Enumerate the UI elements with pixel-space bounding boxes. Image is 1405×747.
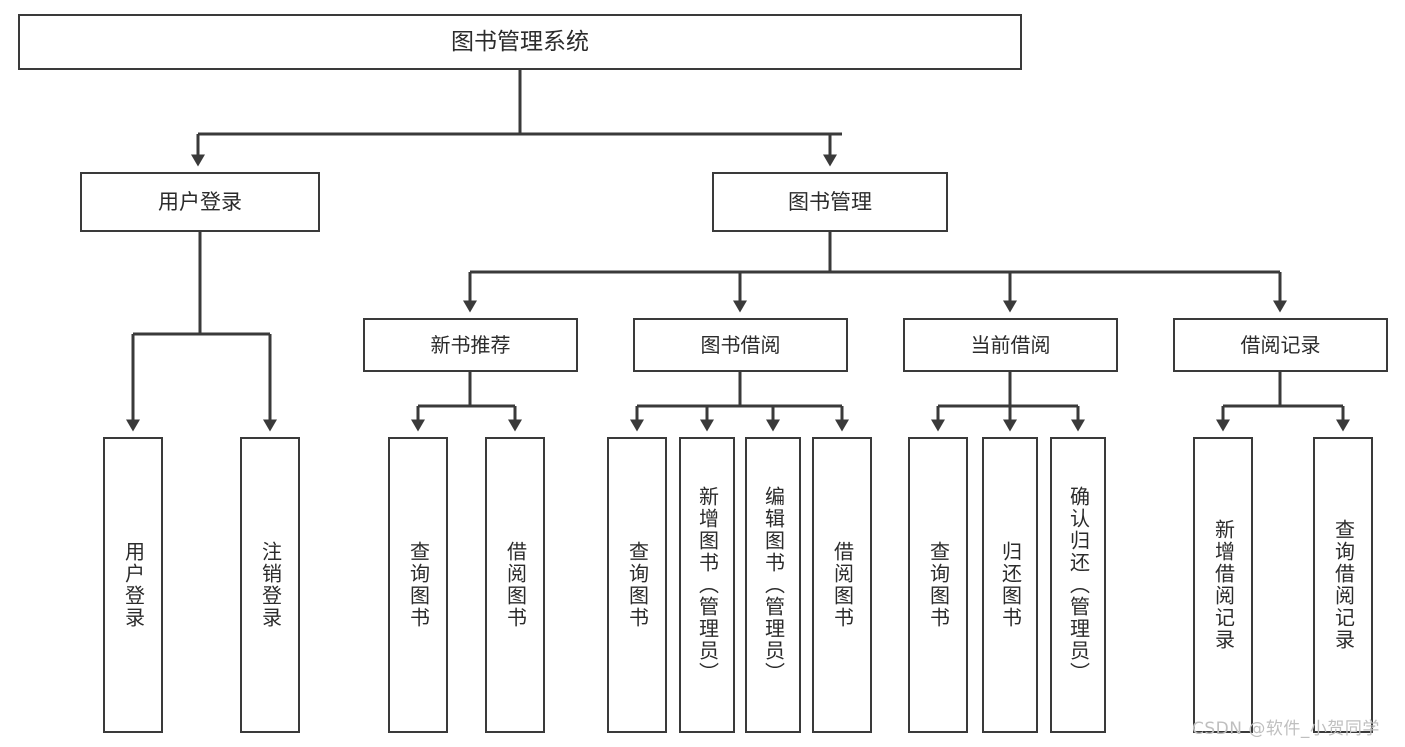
node-label: 归还图书 bbox=[998, 541, 1023, 629]
leaf-user-login[interactable]: 用户登录 bbox=[103, 437, 163, 733]
leaf-return-book[interactable]: 归还图书 bbox=[982, 437, 1038, 733]
leaf-confirm-return-admin[interactable]: 确认归还（管理员） bbox=[1050, 437, 1106, 733]
node-label: 图书管理 bbox=[788, 189, 872, 214]
leaf-add-book-admin[interactable]: 新增图书（管理员） bbox=[679, 437, 735, 733]
leaf-borrow-book-new-recommend[interactable]: 借阅图书 bbox=[485, 437, 545, 733]
node-label: 借阅图书 bbox=[503, 541, 528, 629]
leaf-query-borrow-record[interactable]: 查询借阅记录 bbox=[1313, 437, 1373, 733]
node-label: 借阅图书 bbox=[830, 541, 855, 629]
node-label: 用户登录 bbox=[121, 541, 146, 629]
leaf-edit-book-admin[interactable]: 编辑图书（管理员） bbox=[745, 437, 801, 733]
node-label: 借阅记录 bbox=[1240, 332, 1321, 357]
node-label: 查询图书 bbox=[406, 541, 431, 629]
node-label: 图书管理系统 bbox=[451, 28, 589, 55]
leaf-query-book-new-recommend[interactable]: 查询图书 bbox=[388, 437, 448, 733]
node-book-management-system[interactable]: 图书管理系统 bbox=[18, 14, 1022, 70]
leaf-query-book-current[interactable]: 查询图书 bbox=[908, 437, 968, 733]
node-new-book-recommend[interactable]: 新书推荐 bbox=[363, 318, 578, 372]
node-book-manage[interactable]: 图书管理 bbox=[712, 172, 948, 232]
node-label: 图书借阅 bbox=[700, 332, 781, 357]
node-label: 用户登录 bbox=[158, 189, 242, 214]
node-label: 编辑图书（管理员） bbox=[761, 486, 786, 684]
node-label: 确认归还（管理员） bbox=[1066, 486, 1091, 684]
node-label: 新书推荐 bbox=[430, 332, 511, 357]
leaf-logout-login[interactable]: 注销登录 bbox=[240, 437, 300, 733]
node-label: 新增图书（管理员） bbox=[695, 486, 720, 684]
csdn-watermark: CSDN @软件_小贺同学 bbox=[1192, 719, 1380, 739]
node-label: 新增借阅记录 bbox=[1211, 519, 1236, 651]
node-borrow-record[interactable]: 借阅记录 bbox=[1173, 318, 1388, 372]
node-label: 查询借阅记录 bbox=[1331, 519, 1356, 651]
node-label: 注销登录 bbox=[258, 541, 283, 629]
leaf-add-borrow-record[interactable]: 新增借阅记录 bbox=[1193, 437, 1253, 733]
node-book-borrow[interactable]: 图书借阅 bbox=[633, 318, 848, 372]
node-label: 当前借阅 bbox=[970, 332, 1051, 357]
leaf-borrow-book-borrow[interactable]: 借阅图书 bbox=[812, 437, 872, 733]
node-current-borrow[interactable]: 当前借阅 bbox=[903, 318, 1118, 372]
node-label: 查询图书 bbox=[625, 541, 650, 629]
node-label: 查询图书 bbox=[926, 541, 951, 629]
node-user-login[interactable]: 用户登录 bbox=[80, 172, 320, 232]
leaf-query-book-borrow[interactable]: 查询图书 bbox=[607, 437, 667, 733]
